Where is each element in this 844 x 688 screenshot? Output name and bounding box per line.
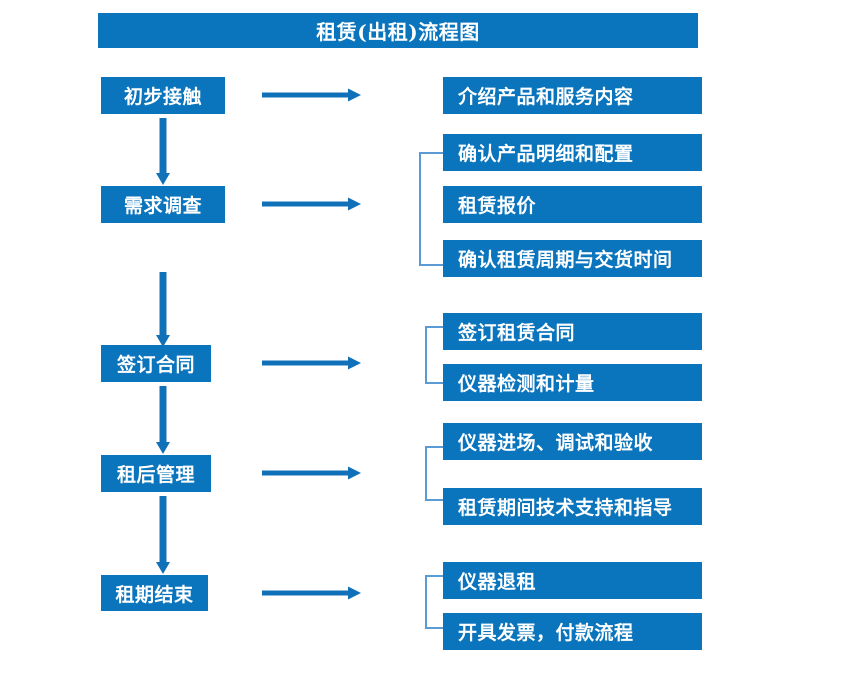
bracket-group-3 bbox=[425, 446, 443, 501]
detail-box-3: 租赁报价 bbox=[443, 186, 702, 223]
stage-box-2: 需求调查 bbox=[101, 186, 225, 223]
arrow-to-group-3-icon bbox=[262, 466, 361, 480]
detail-box-5: 签订租赁合同 bbox=[443, 313, 702, 350]
page-title: 租赁(出租)流程图 bbox=[98, 13, 698, 48]
bracket-group-1 bbox=[419, 152, 443, 266]
detail-box-4: 确认租赁周期与交货时间 bbox=[443, 240, 702, 277]
arrow-stage-1-to-2-icon bbox=[155, 118, 171, 185]
arrow-stage-3-to-4-icon bbox=[155, 386, 171, 454]
detail-box-1: 介绍产品和服务内容 bbox=[443, 77, 702, 114]
bracket-group-4 bbox=[425, 575, 443, 629]
arrow-to-group-0-icon bbox=[262, 88, 361, 102]
stage-box-3: 签订合同 bbox=[101, 345, 211, 382]
detail-box-2: 确认产品明细和配置 bbox=[443, 134, 702, 171]
stage-box-1: 初步接触 bbox=[101, 77, 225, 114]
detail-box-9: 仪器退租 bbox=[443, 562, 702, 599]
arrow-stage-4-to-5-icon bbox=[155, 496, 171, 574]
arrow-to-group-2-icon bbox=[262, 356, 361, 370]
arrow-to-group-4-icon bbox=[262, 586, 361, 600]
bracket-group-2 bbox=[425, 326, 443, 384]
detail-box-8: 租赁期间技术支持和指导 bbox=[443, 488, 702, 525]
detail-box-10: 开具发票，付款流程 bbox=[443, 613, 702, 650]
detail-box-7: 仪器进场、调试和验收 bbox=[443, 423, 702, 460]
arrow-stage-2-to-3-icon bbox=[155, 272, 171, 347]
arrow-to-group-1-icon bbox=[262, 197, 361, 211]
stage-box-4: 租后管理 bbox=[101, 455, 211, 492]
detail-box-6: 仪器检测和计量 bbox=[443, 364, 702, 401]
stage-box-5: 租期结束 bbox=[101, 575, 208, 611]
